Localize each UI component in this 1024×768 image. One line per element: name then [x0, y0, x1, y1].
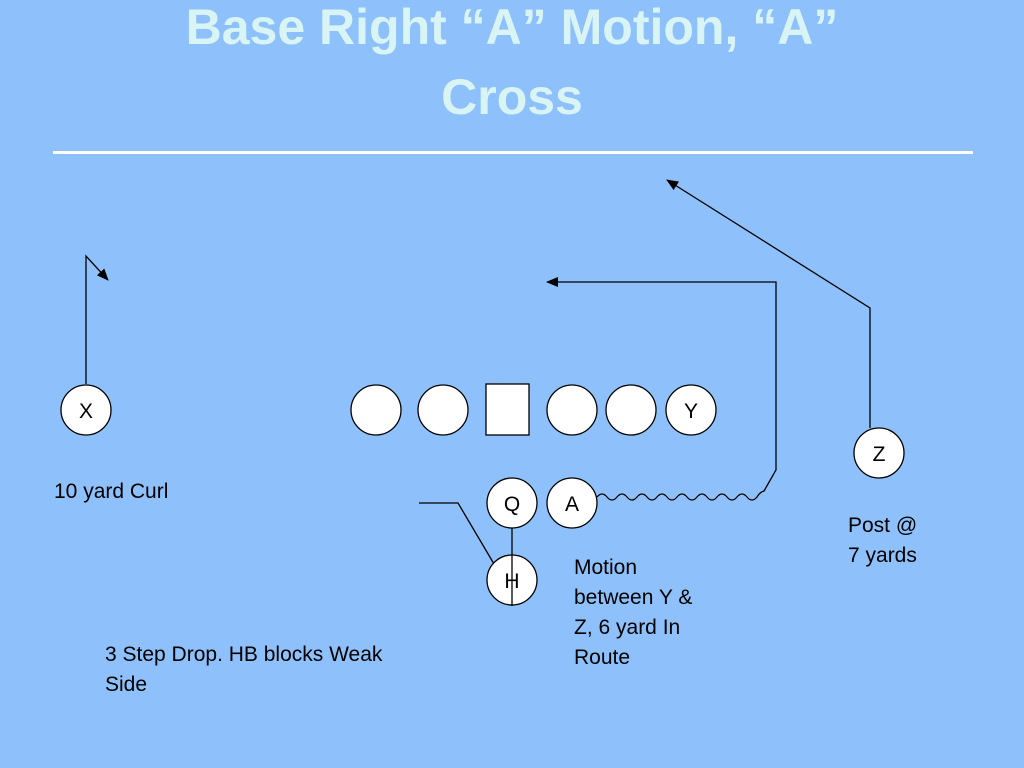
a-route-note: Motion between Y & Z, 6 yard In Route: [574, 556, 693, 669]
left-guard: [417, 384, 469, 436]
z-route-note: Post @ 7 yards: [848, 514, 918, 567]
slide-title: Base Right “A” Motion, “A” Cross: [0, 0, 1024, 132]
player-a-label: A: [565, 493, 579, 516]
title-divider: [53, 151, 973, 154]
player-q: Q: [486, 477, 538, 529]
a-motion-route: [546, 277, 777, 501]
h-block-route: [419, 502, 498, 570]
center: [485, 383, 530, 436]
x-route: [85, 254, 109, 384]
protection-note: 3 Step Drop. HB blocks Weak Side: [105, 643, 383, 696]
title-line-1: Base Right “A” Motion, “A”: [185, 0, 839, 55]
right-tackle: [605, 384, 657, 436]
player-x: X: [60, 384, 112, 436]
player-h: H: [486, 554, 538, 606]
player-q-label: Q: [504, 493, 520, 516]
player-z-label: Z: [873, 443, 886, 466]
z-route: [666, 179, 871, 428]
right-guard: [546, 384, 598, 436]
player-x-label: X: [79, 400, 93, 423]
player-z: Z: [853, 427, 905, 479]
left-tackle: [350, 384, 402, 436]
player-h-label: H: [504, 570, 519, 593]
player-y: Y: [665, 384, 717, 436]
x-route-note: 10 yard Curl: [54, 480, 169, 503]
title-line-2: Cross: [441, 69, 583, 125]
player-a: A: [546, 477, 598, 529]
player-y-label: Y: [684, 400, 698, 423]
